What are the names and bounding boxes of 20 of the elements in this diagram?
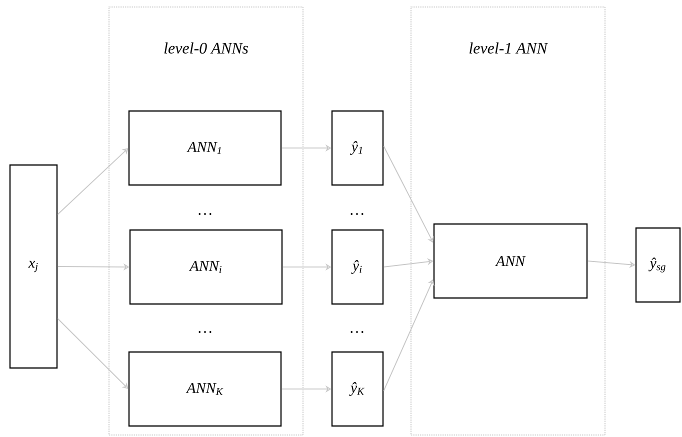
process-box: ANN$_{1}$ (128, 110, 282, 186)
ellipsis: … (198, 213, 212, 215)
process-box: ŷ$_{i}$ (331, 229, 384, 305)
group-title: level-1 ANN (470, 42, 548, 54)
ellipsis: … (198, 331, 212, 333)
process-box: ANN$_{K}$ (128, 351, 282, 427)
process-box: ANN$_{i}$ (129, 229, 283, 305)
process-box: ANN (433, 223, 588, 299)
process-box: ŷ$_{1}$ (331, 110, 384, 186)
process-box: ŷ$_{sg}$ (635, 227, 681, 303)
ellipsis: … (350, 331, 364, 333)
group-frame (410, 6, 606, 436)
arrow (57, 318, 128, 389)
arrow (383, 146, 434, 243)
process-box: ŷ$_{K}$ (331, 351, 384, 427)
group-title: level-0 ANNs (164, 42, 248, 54)
arrow (57, 148, 128, 215)
process-box: x$_{j}$ (9, 164, 58, 369)
group-frame (108, 6, 304, 436)
ellipsis: … (350, 213, 364, 215)
